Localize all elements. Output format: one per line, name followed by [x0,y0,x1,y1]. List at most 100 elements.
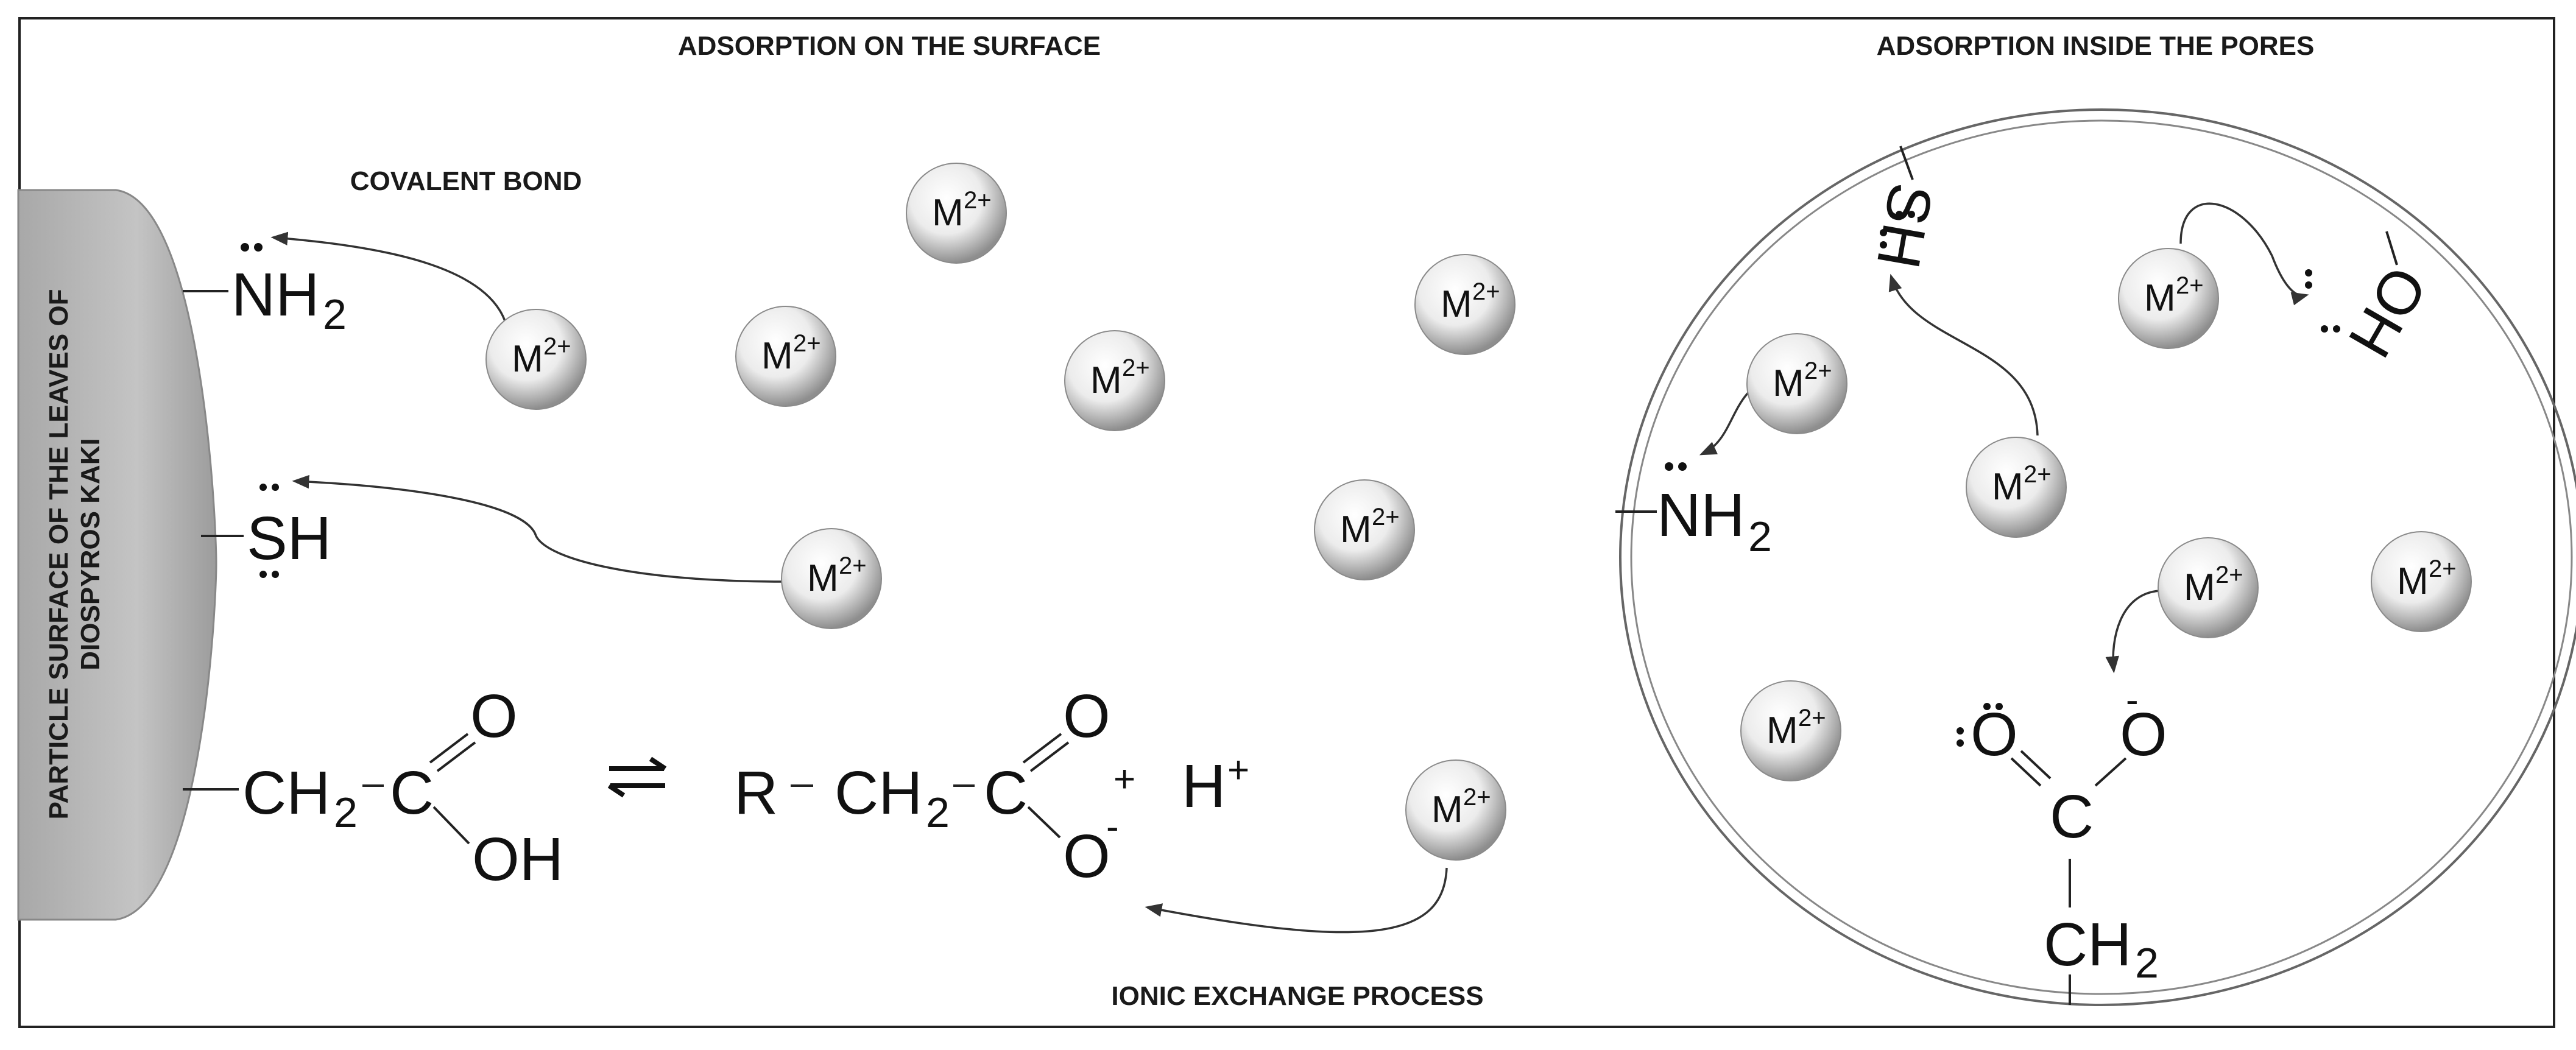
covalent-bond-label: COVALENT BOND [350,166,582,196]
ch2-subscript: 2 [926,789,950,836]
surface-sh-group: SH [247,484,331,578]
metal-ion: M 2+ [1314,479,1415,580]
hydrogen-charge: + [1227,749,1249,791]
ch2-text: CH [835,759,922,827]
lone-pair-dot [2333,325,2340,333]
surface-cooh-group: CH 2 C O OH [242,682,563,893]
double-bond-a [429,733,469,764]
double-bond-b [1029,741,1070,772]
oxygen-text: O [2120,700,2167,769]
double-bond-a [1022,733,1062,764]
particle-label: PARTICLE SURFACE OF THE LEAVES OF DIOSPY… [44,289,105,819]
pore-arrow-oh [2179,202,2309,306]
lone-pair-dot [1896,211,1903,218]
metal-ion: M 2+ [1746,333,1847,434]
lone-pair-dot [1983,703,1991,710]
lone-pair-dot [1908,211,1915,218]
ion-charge: 2+ [543,333,571,360]
pore-circle [1619,108,2576,1006]
hydrogen-text: H [1182,752,1226,820]
pore-sh-bond [1899,146,1914,180]
sh-text: SH [247,504,331,573]
ch2-subscript: 2 [2135,939,2159,987]
minus-charge: - [1106,806,1119,848]
r-text: R [734,759,778,827]
metal-ion: M 2+ [485,309,587,410]
ion-charge: 2+ [1463,784,1491,811]
oxygen-text: O [1971,700,2018,769]
ion-symbol: M [1431,789,1463,831]
lone-pair-dot [241,243,249,252]
ch2-subscript: 2 [334,789,358,836]
ionic-exchange-label: IONIC EXCHANGE PROCESS [1111,981,1483,1011]
ch2-text: CH [242,759,330,827]
nh2-subscript: 2 [323,291,347,338]
ion-symbol: M [932,192,964,234]
oxygen-text: O [1063,822,1110,890]
lone-pair-dot [1678,462,1687,471]
lone-pair-dot [1957,739,1964,747]
ion-symbol: M [761,335,793,377]
ion-symbol: M [1340,509,1372,551]
ion-symbol: M [1090,359,1122,401]
surface-title: ADSORPTION ON THE SURFACE [678,31,1101,61]
surface-nh2-group: NH 2 [231,243,347,338]
lone-pair-dot [1665,462,1673,471]
lone-pair-dot [2321,325,2328,333]
ion-charge: 2+ [1804,358,1832,384]
metal-ion: M 2+ [2371,531,2472,632]
metal-ion: M 2+ [781,528,882,629]
metal-ion: M 2+ [1405,759,1506,861]
ion-charge: 2+ [2429,555,2457,582]
pore-arrow-carboxylate [2105,590,2160,674]
ion-symbol: M [2144,277,2176,319]
ion-symbol: M [807,557,839,599]
ion-charge: 2+ [964,187,992,214]
metal-ion: M 2+ [1966,437,2067,538]
pore-oh-text: OH [2335,255,2440,368]
ion-charge: 2+ [2176,272,2204,299]
metal-ion: M 2+ [1064,330,1165,431]
lone-pair-dot [1880,229,1887,236]
ch2-text: CH [2044,911,2131,979]
nh2-text: NH [1657,481,1745,549]
ion-charge: 2+ [1472,278,1500,305]
ion-symbol: M [1992,466,2024,508]
lone-pair-dot [2305,281,2312,289]
pores-title: ADSORPTION INSIDE THE PORES [1877,31,2315,61]
lone-pair-dot [259,484,267,491]
lone-pair-dot [254,243,263,252]
ion-charge: 2+ [793,330,821,357]
oxygen-text: O [470,682,518,750]
lone-pair-dot [2305,269,2312,277]
pore-carboxylate-group: CH 2 C O O - [1957,679,2167,987]
ion-symbol: M [2397,560,2429,602]
particle-surface [17,189,217,921]
oh-text: OH [472,825,563,893]
ion-charge: 2+ [2215,562,2243,588]
c-o-bond [1027,806,1061,839]
particle-label-line2: DIOSPYROS KAKI [76,438,105,670]
double-bond-b [436,741,476,772]
pore-oh-group: OH [2335,255,2440,368]
metal-ion: M 2+ [1740,680,1841,781]
pore-arrow-sh [1888,273,2039,436]
equilibrium-arrows-icon [607,756,667,798]
minus-charge: - [2126,679,2139,721]
product-carboxylate: R CH 2 C O O - + H + [734,682,1249,890]
nh2-text: NH [231,261,319,329]
ion-charge: 2+ [839,552,867,579]
metal-ion: M 2+ [2118,248,2219,349]
lone-pair-dot [272,484,279,491]
ion-symbol: M [1441,283,1472,325]
plus-sign: + [1113,758,1135,800]
pore-nh2-group: NH 2 [1657,462,1772,560]
carbon-text: C [984,759,1028,827]
nh2-subscript: 2 [1748,513,1772,560]
metal-ion: M 2+ [906,163,1007,264]
c-o-bond [2094,757,2127,787]
ion-symbol: M [1766,710,1798,752]
carbon-text: C [2050,783,2094,851]
pore-sh-group: SH [1864,178,1946,273]
